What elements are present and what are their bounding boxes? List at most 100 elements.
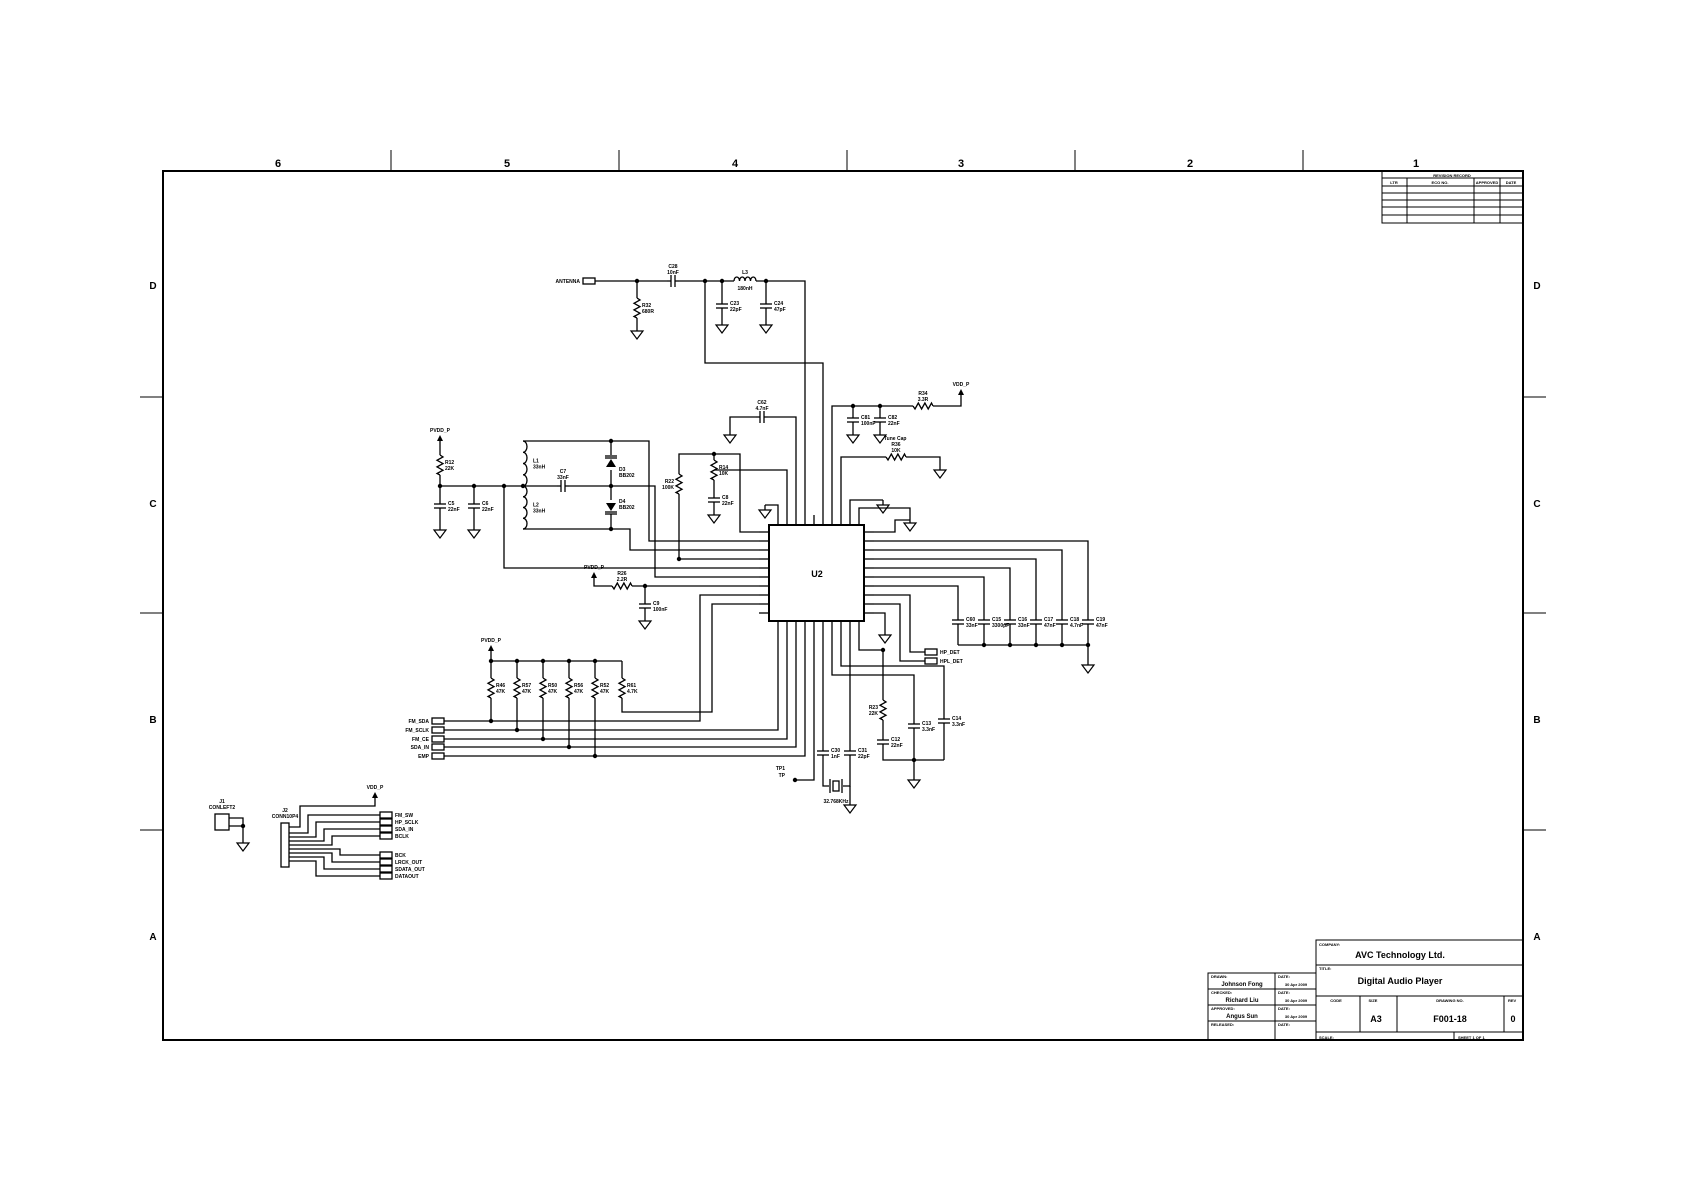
net-connector: HP_DET: [924, 648, 960, 656]
wire: [831, 405, 913, 515]
wire: [678, 453, 759, 533]
junction-dot: [792, 777, 798, 783]
wire: [229, 817, 244, 826]
zone-row-label: C: [1533, 499, 1540, 510]
junction-dot: [608, 526, 614, 532]
ground-icon: [706, 514, 722, 524]
resistor-icon: [912, 401, 934, 411]
revision-table-header: DATE: [1506, 180, 1517, 185]
zone-row-label: B: [1533, 715, 1540, 726]
power-arrow-icon: [437, 435, 443, 441]
wire: [906, 456, 941, 465]
zone-row-label: A: [149, 932, 156, 943]
component-value: 22nF: [722, 501, 734, 507]
component-ref: C13: [922, 721, 931, 727]
wire: [874, 585, 959, 612]
wire: [874, 603, 925, 662]
resistor-icon: [590, 677, 600, 699]
resistor-icon: [486, 677, 496, 699]
wire: [858, 631, 884, 700]
date-label: DATE:: [1278, 1022, 1290, 1027]
component-value: 47K: [496, 689, 506, 695]
crystal-icon: [832, 780, 840, 792]
component-ref: R26: [617, 571, 626, 577]
component-value: 180nH: [737, 286, 752, 292]
wire: [874, 519, 910, 533]
sheet-size: A3: [1370, 1014, 1382, 1024]
wire: [289, 860, 380, 877]
connector-icon: [379, 832, 393, 840]
wire: [874, 567, 1011, 612]
power-net-label: PVDD_P: [584, 565, 605, 571]
wire: [704, 281, 824, 515]
component-value: 3.3nF: [952, 722, 965, 728]
date-label: DATE:: [1278, 1006, 1290, 1011]
inductor-icon: [733, 276, 757, 282]
revision-table-header: LTR: [1390, 180, 1398, 185]
title-label: TITLE:: [1319, 966, 1331, 971]
approval-date: 30 Apr 2009: [1285, 982, 1308, 987]
approval-role-label: RELEASED:: [1211, 1022, 1234, 1027]
date-label: DATE:: [1278, 990, 1290, 995]
connector-icon: [379, 858, 393, 866]
connector-icon: [924, 648, 938, 656]
net-label: HP_SCLK: [395, 820, 419, 826]
component-ref: C16: [1018, 617, 1027, 623]
connector-icon: [379, 872, 393, 880]
zone-column-label: 6: [275, 158, 281, 170]
component-value: 47K: [574, 689, 584, 695]
ground-symbol: [758, 320, 774, 334]
component-value: BB202: [619, 473, 635, 479]
revision-table-header: ECO NO.: [1432, 180, 1449, 185]
crystal-X1: 32.768KHz: [823, 779, 849, 805]
ground-symbol: [432, 525, 448, 539]
component-ref: TP1: [776, 766, 785, 772]
connector-icon: [379, 811, 393, 819]
power-arrow-icon: [372, 792, 378, 798]
component-ref: R36: [891, 442, 900, 448]
component-ref: C15: [992, 617, 1001, 623]
component-value: 47pF: [774, 307, 786, 313]
net-connector: EMP: [418, 752, 445, 760]
wire: [768, 416, 797, 515]
wire: [289, 856, 380, 870]
net-label: EMP: [418, 754, 430, 760]
wire: [444, 631, 806, 757]
resistor-icon: [632, 297, 642, 319]
component-value: 680R: [642, 309, 654, 315]
ground-icon: [757, 509, 773, 519]
wire: [289, 814, 380, 834]
component-value: 4.7nF: [1070, 623, 1083, 629]
component-ref: R23: [869, 705, 878, 711]
connector-body: [214, 813, 230, 831]
component-ref: R22: [665, 479, 674, 485]
component-ref: L1: [533, 459, 539, 465]
approval-role-label: APPROVED:: [1211, 1006, 1235, 1011]
component-ref: L3: [742, 270, 748, 276]
wire: [874, 558, 1037, 612]
component-value: 22nF: [888, 421, 900, 427]
component-value: 47K: [600, 689, 610, 695]
chip-ref: U2: [811, 569, 823, 579]
net-label: BCK: [395, 853, 406, 859]
ground-symbol: [842, 800, 858, 814]
net-connector: SDA_IN: [411, 743, 445, 751]
component-value: 22K: [445, 466, 455, 472]
approval-date: 30 Apr 2009: [1285, 1014, 1308, 1019]
component-value: CONN10P4: [272, 814, 299, 820]
resistor-icon: [611, 581, 633, 591]
wire: [289, 852, 380, 863]
power-port: PVDD_P: [430, 428, 451, 441]
zone-row-label: D: [149, 281, 156, 292]
drawing-number: F001-18: [1433, 1014, 1467, 1024]
wire: [729, 416, 756, 430]
